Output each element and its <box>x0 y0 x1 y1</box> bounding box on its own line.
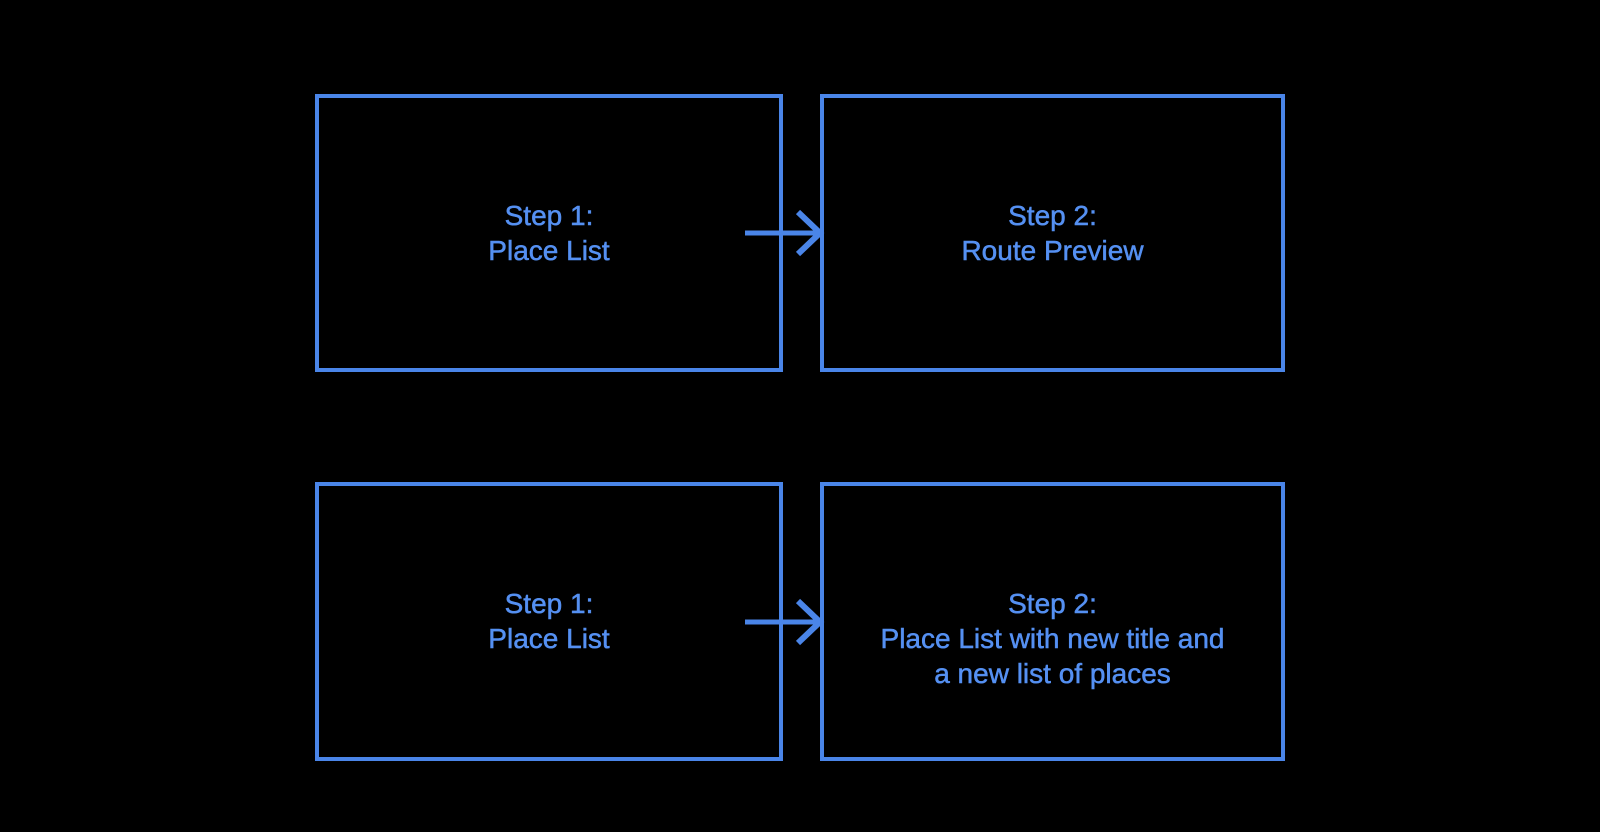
box-label-line: Step 1: <box>504 588 594 620</box>
right-arrow-icon <box>745 598 825 646</box>
flow-box-row2-step1: Step 1: Place List <box>315 482 783 761</box>
box-label-line: Step 1: <box>504 200 594 232</box>
box-label: Step 1: Place List <box>315 586 783 656</box>
box-label: Step 2: Route Preview <box>820 198 1285 268</box>
flow-box-row1-step2: Step 2: Route Preview <box>820 94 1285 372</box>
box-label-line: Route Preview <box>961 235 1144 267</box>
box-label: Step 2: Place List with new title and a … <box>820 586 1285 691</box>
right-arrow-icon <box>745 209 825 257</box>
box-label-line: Step 2: <box>1008 588 1097 620</box>
box-label-line: Place List <box>488 623 610 655</box>
box-label-line: Place List with new title and <box>880 623 1225 655</box>
box-label-line: Place List <box>488 235 610 267</box>
box-label: Step 1: Place List <box>315 198 783 268</box>
flow-box-row2-step2: Step 2: Place List with new title and a … <box>820 482 1285 761</box>
flow-box-row1-step1: Step 1: Place List <box>315 94 783 372</box>
box-label-line: a new list of places <box>934 658 1171 690</box>
box-label-line: Step 2: <box>1008 200 1097 232</box>
